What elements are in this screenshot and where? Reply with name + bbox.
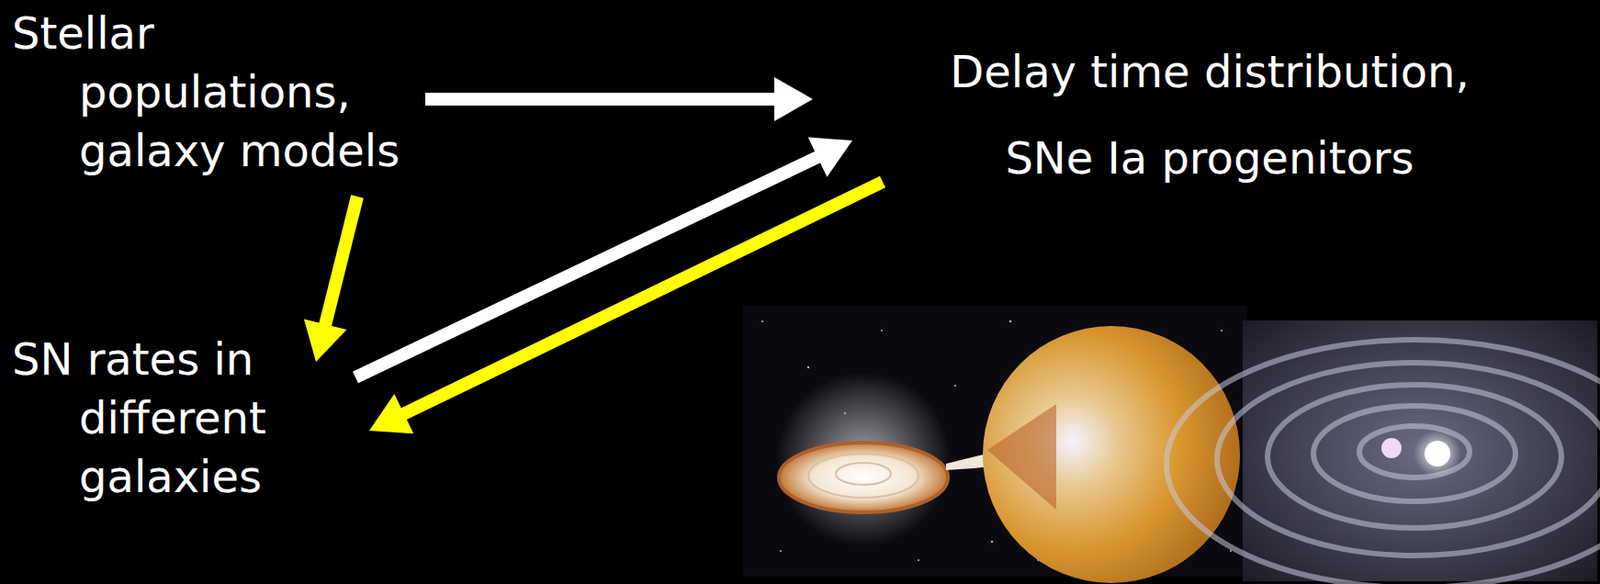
arrow-shaft [325, 196, 358, 327]
arrow-shaft [402, 181, 883, 416]
text-node: Stellar populations, galaxy models [11, 3, 420, 181]
text-node: Delay time distribution, SNe Ia progenit… [924, 28, 1495, 202]
arrowhead [304, 318, 348, 362]
arrow-connector [355, 136, 853, 378]
arrow-shaft [425, 92, 777, 106]
arrowhead [369, 394, 414, 434]
arrowhead [774, 77, 813, 122]
arrow-connector [425, 77, 813, 122]
node-label: Stellar populations, galaxy models [11, 3, 420, 181]
arrowhead [808, 136, 853, 177]
text-node: SN rates in different galaxies [11, 329, 316, 507]
arrow-connector [304, 196, 358, 362]
node-label: SN rates in different galaxies [11, 329, 316, 507]
arrow-connector [369, 181, 883, 434]
arrow-shaft [355, 156, 820, 378]
double-white-dwarf-picture [1166, 320, 1600, 584]
node-label: Delay time distribution, SNe Ia progenit… [924, 28, 1495, 202]
